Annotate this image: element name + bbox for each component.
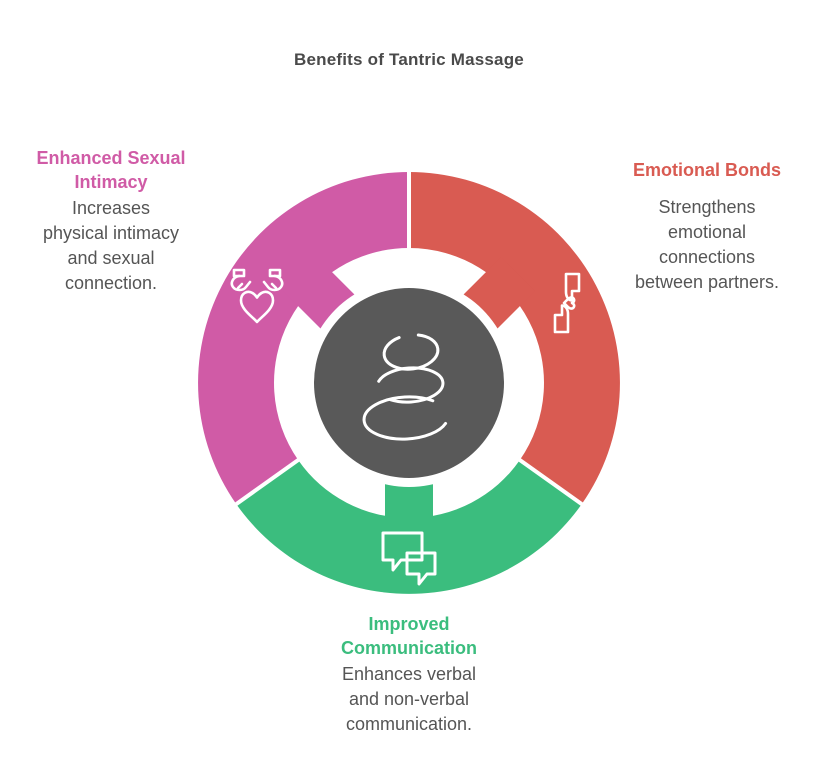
segment-description: Strengthens emotional connections betwee…	[634, 197, 780, 292]
center-circle[interactable]	[314, 288, 504, 478]
segment-heading: Emotional Bonds	[633, 160, 781, 180]
segment-heading: Enhanced Sexual Intimacy	[36, 148, 186, 192]
hands-giving-heart-icon	[553, 272, 581, 334]
label-block-emotional-bonds: Emotional Bonds Strengthens emotional co…	[601, 158, 813, 295]
label-block-enhanced-sexual-intimacy: Enhanced Sexual Intimacy Increases physi…	[5, 146, 217, 296]
segment-heading: Improved Communication	[340, 614, 477, 658]
segment-description: Enhances verbal and non-verbal communica…	[341, 664, 477, 734]
page-title: Benefits of Tantric Massage	[294, 50, 524, 69]
segment-emotional-bonds[interactable]	[409, 172, 620, 504]
divider-bottom-right	[515, 456, 585, 507]
segment-enhanced-sexual-intimacy[interactable]	[198, 172, 409, 504]
zen-stones-icon	[362, 333, 450, 441]
label-block-improved-communication: Improved Communication Enhances verbal a…	[304, 612, 514, 737]
connector-communication	[385, 479, 433, 537]
chat-bubbles-icon	[381, 531, 437, 586]
segment-description: Increases physical intimacy and sexual c…	[42, 198, 180, 293]
hands-holding-heart-icon	[230, 268, 284, 324]
divider-bottom-left	[233, 456, 303, 507]
